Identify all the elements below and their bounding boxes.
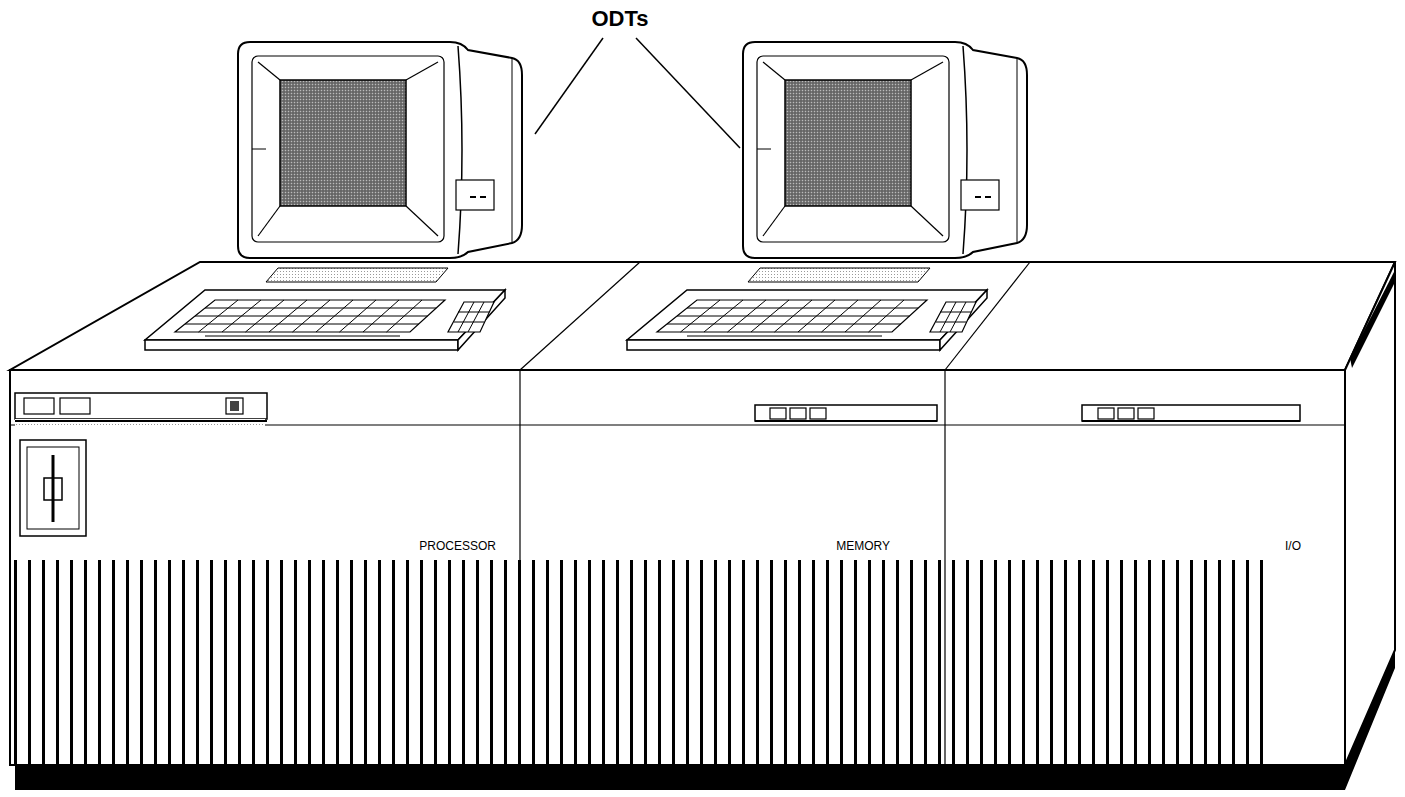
callout-label: ODTs [591, 8, 648, 30]
section-label: I/O [1285, 540, 1301, 552]
section-label: MEMORY [836, 540, 890, 552]
section-label: PROCESSOR [419, 540, 496, 552]
